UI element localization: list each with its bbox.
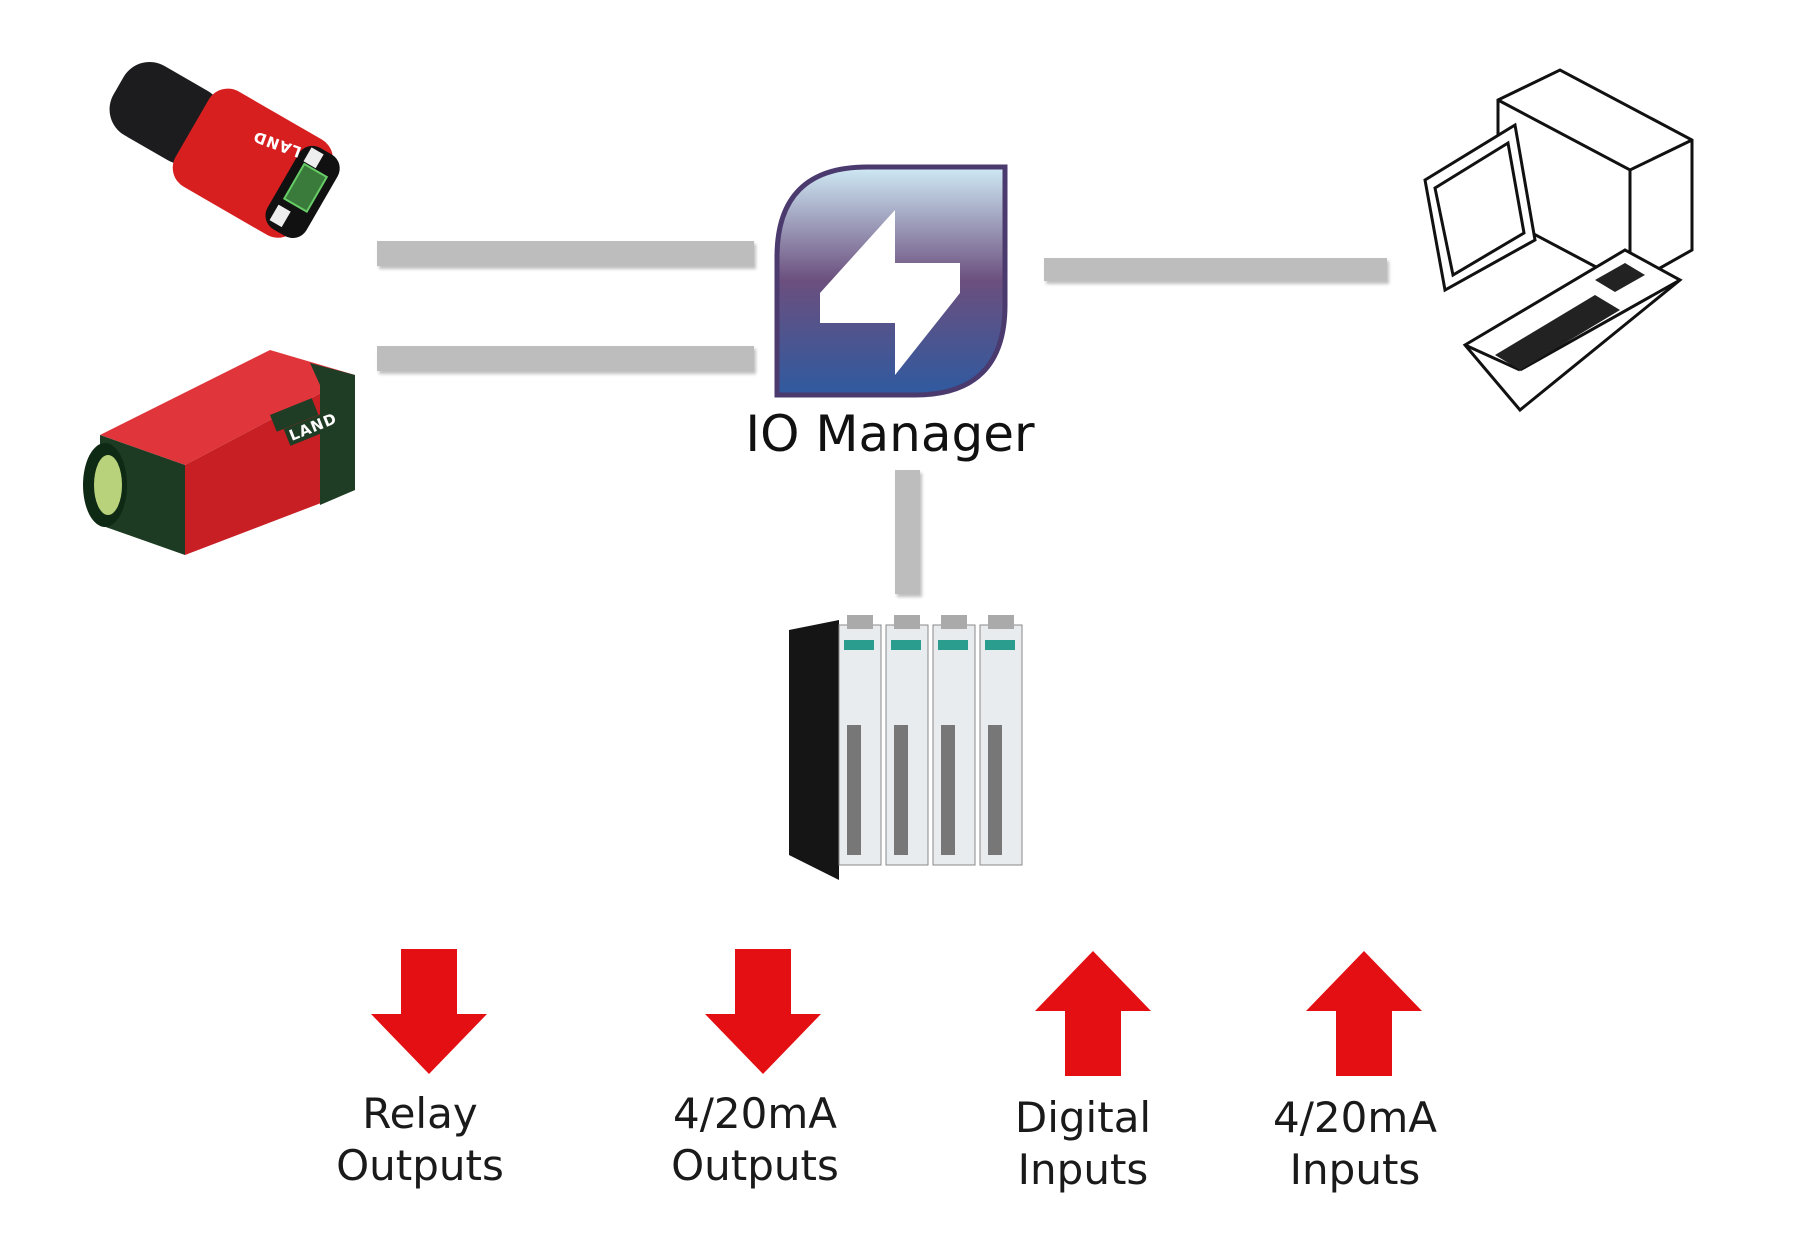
label-line: Digital <box>1014 1093 1152 1142</box>
connector-computer <box>1044 258 1387 281</box>
arrow-down-icon <box>371 949 487 1074</box>
connector-io-modules <box>895 470 920 594</box>
connector-camera <box>377 346 754 371</box>
arrow-up-icon <box>1035 951 1151 1076</box>
arrow-down-icon <box>705 949 821 1074</box>
io-module-rack-icon <box>789 615 1023 880</box>
io-manager-title: IO Manager <box>745 405 1035 463</box>
label-line: Outputs <box>336 1141 504 1190</box>
label-line: Inputs <box>1017 1145 1149 1194</box>
label-line: 4/20mA <box>673 1089 837 1138</box>
label-line: 4/20mA <box>1273 1093 1437 1142</box>
label-line: Relay <box>362 1089 478 1138</box>
label-line: Outputs <box>671 1141 839 1190</box>
desktop-computer-icon <box>1423 68 1694 413</box>
pyrometer-icon <box>109 62 340 239</box>
io-manager-logo-icon <box>774 164 1008 398</box>
label-line: Inputs <box>1289 1145 1421 1194</box>
thermal-camera-icon <box>83 350 355 555</box>
arrow-up-icon <box>1306 951 1422 1076</box>
connector-pyrometer <box>377 241 754 266</box>
